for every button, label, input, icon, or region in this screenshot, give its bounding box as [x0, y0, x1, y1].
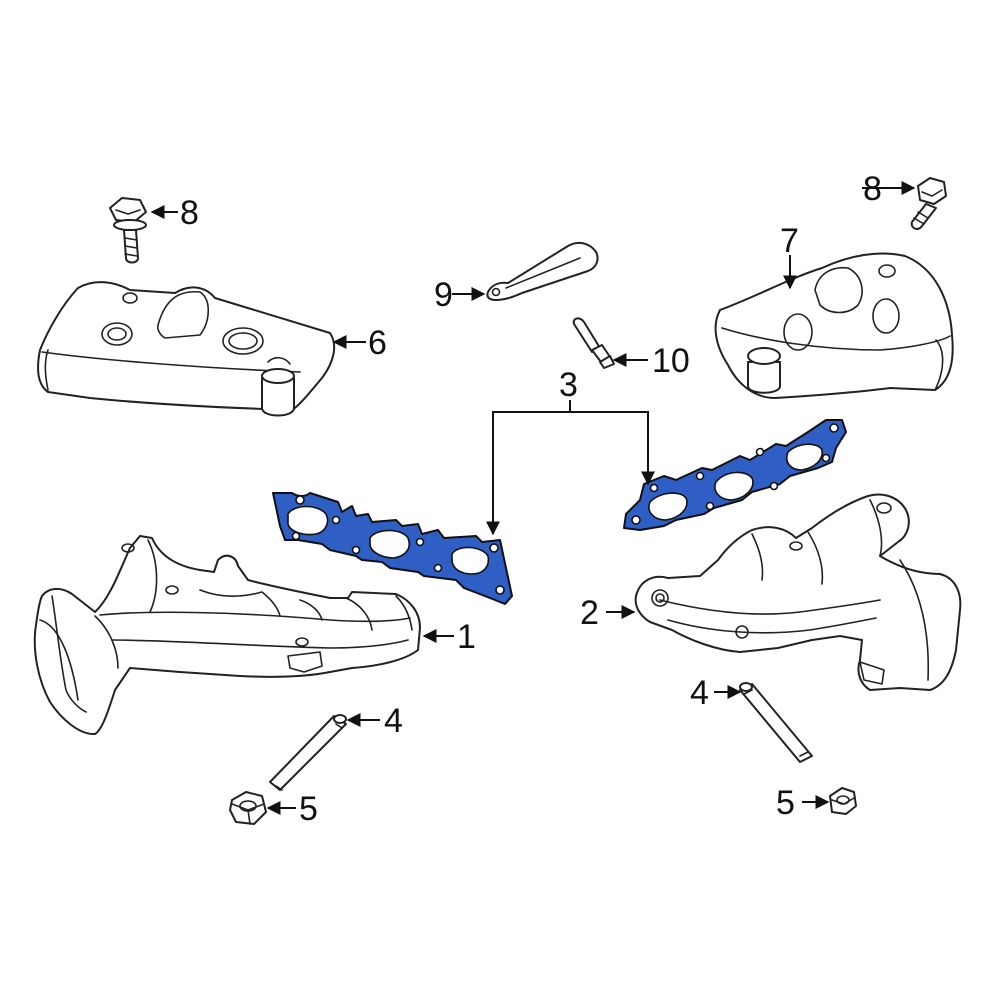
- callout-8-left: 8: [180, 194, 199, 232]
- stud-small[interactable]: [572, 317, 615, 369]
- callout-3: 3: [559, 366, 578, 404]
- bolt-right[interactable]: [910, 177, 947, 230]
- leader-lines: [150, 181, 916, 815]
- callout-labels: 8 8 7 6 9 10 3 1 2 4 4 5 5: [180, 170, 882, 828]
- callout-5-left: 5: [299, 790, 318, 828]
- nut-left[interactable]: [229, 791, 267, 825]
- callout-4-right: 4: [690, 674, 709, 712]
- heat-shield-left[interactable]: [37, 281, 336, 417]
- callout-8-right: 8: [863, 170, 882, 208]
- callout-2: 2: [580, 594, 599, 632]
- callout-7: 7: [780, 222, 799, 260]
- stud-right[interactable]: [739, 682, 813, 763]
- exhaust-manifold-right[interactable]: [634, 493, 962, 691]
- callout-6: 6: [368, 324, 387, 362]
- exhaust-manifold-left[interactable]: [33, 535, 421, 736]
- callout-4-left: 4: [384, 702, 403, 740]
- callout-9: 9: [434, 276, 453, 314]
- bracket[interactable]: [486, 241, 599, 301]
- callout-10: 10: [652, 342, 690, 380]
- callout-5-right: 5: [776, 784, 795, 822]
- callout-1: 1: [457, 618, 476, 656]
- nut-right[interactable]: [829, 787, 857, 815]
- stud-left[interactable]: [269, 714, 347, 791]
- gasket-left[interactable]: [272, 492, 513, 605]
- gasket-right[interactable]: [623, 419, 847, 531]
- bolt-left[interactable]: [109, 197, 147, 264]
- heat-shield-right[interactable]: [714, 252, 954, 399]
